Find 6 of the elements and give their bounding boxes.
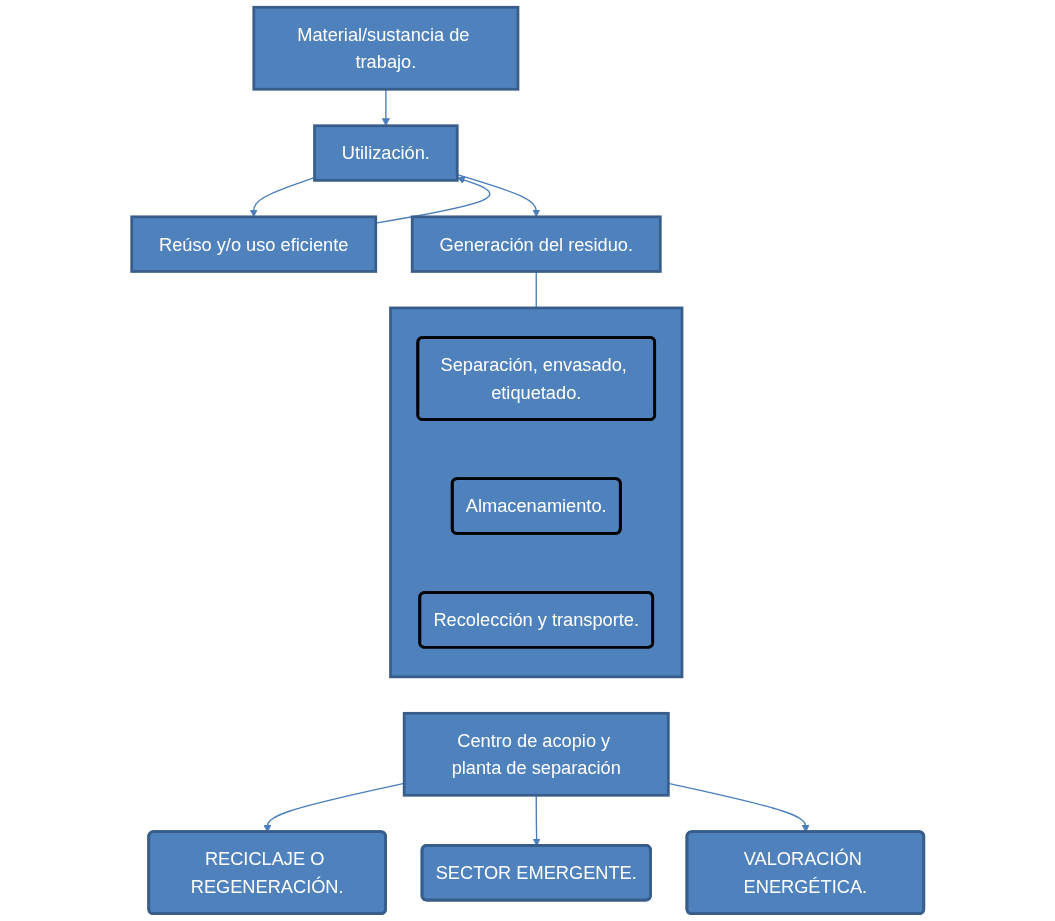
node-box: Utilización. xyxy=(312,124,459,182)
node-box: Material/sustancia de trabajo. xyxy=(252,5,520,91)
cluster xyxy=(388,306,684,679)
node-box: Generación del residuo. xyxy=(410,215,662,273)
node-box: Centro de acopio y planta de separación xyxy=(402,711,670,797)
node-box: Reúso y/o uso eficiente xyxy=(130,215,377,273)
